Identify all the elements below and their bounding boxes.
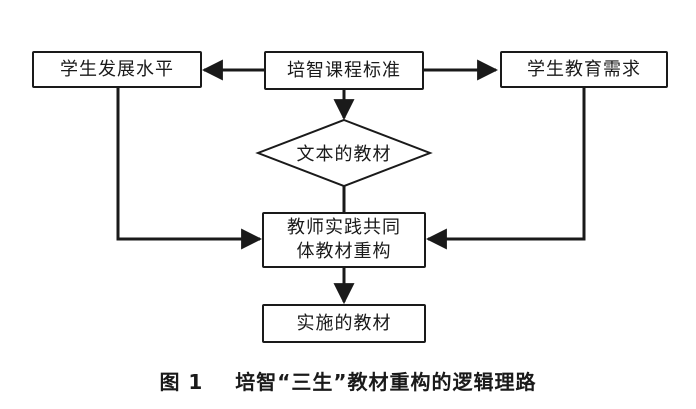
figure-title: 培智“三生”教材重构的逻辑理路: [235, 370, 537, 394]
node-text-textbook: 文本的教材: [278, 138, 410, 168]
node-student-needs: 学生教育需求: [500, 51, 668, 88]
figure-number: 图 1: [159, 370, 204, 394]
node-teacher-reconstruction-line2: 体教材重构: [296, 241, 392, 262]
node-implemented-textbook-label: 实施的教材: [296, 312, 392, 334]
node-implemented-textbook: 实施的教材: [262, 304, 426, 343]
node-curriculum-standard: 培智课程标准: [264, 51, 424, 90]
textbook-diamond: [255, 118, 433, 188]
figure-caption: 图 1 培智“三生”教材重构的逻辑理路: [0, 366, 696, 395]
node-student-needs-label: 学生教育需求: [527, 58, 641, 80]
node-curriculum-standard-label: 培智课程标准: [287, 59, 401, 81]
node-teacher-reconstruction: 教师实践共同 体教材重构: [262, 212, 426, 268]
node-teacher-reconstruction-line1: 教师实践共同: [287, 217, 401, 238]
arrow-needs-to-reconstruct: [425, 88, 586, 250]
node-text-textbook-label: 文本的教材: [296, 144, 392, 165]
node-student-development-label: 学生发展水平: [60, 58, 174, 80]
node-student-development: 学生发展水平: [32, 51, 202, 88]
arrow-development-to-reconstruct: [116, 88, 263, 250]
